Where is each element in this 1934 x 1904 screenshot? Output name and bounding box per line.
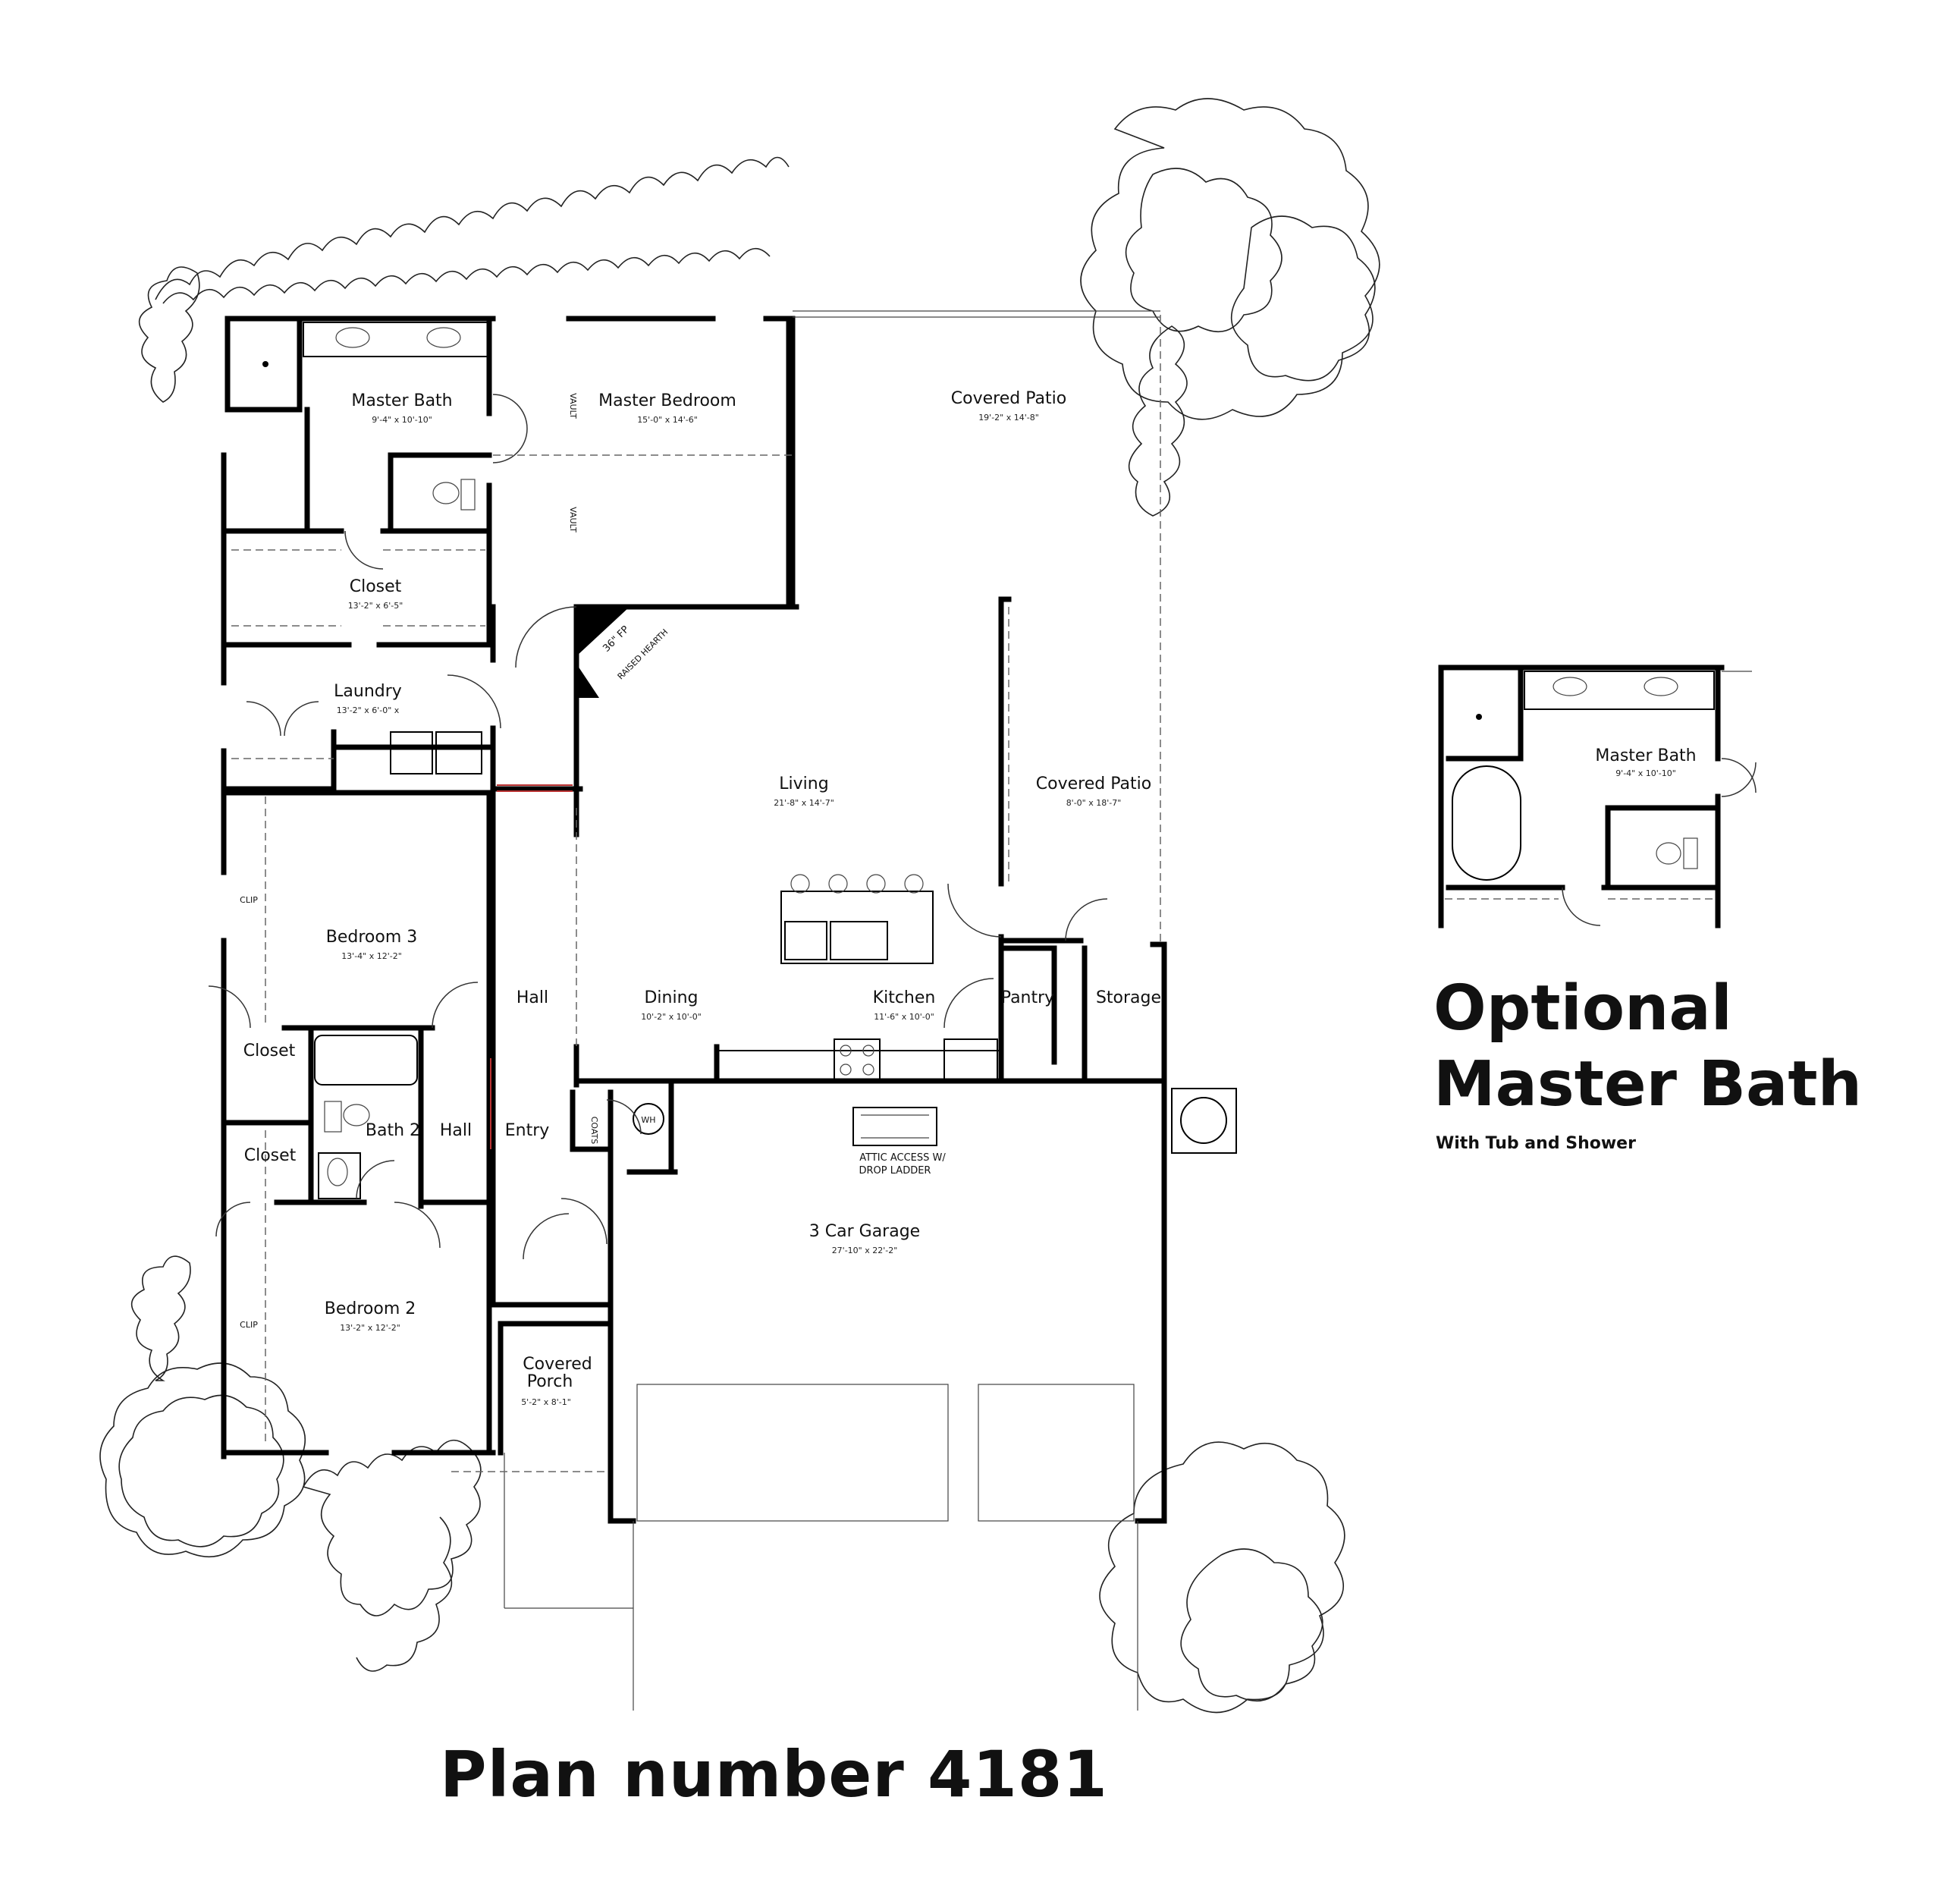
bedroom2-dims: 13'-2" x 12'-2" [340,1323,400,1333]
covered-patio-top-dims: 19'-2" x 14'-8" [978,413,1039,423]
bath2-label: Bath 2 [366,1121,420,1140]
living-dims: 21'-8" x 14'-7" [774,798,834,808]
laundry-label: Laundry [334,682,402,701]
door-swings [208,394,1108,1260]
water-heater-label: WH [641,1115,655,1125]
closet-b3-label: Closet [243,1042,296,1060]
master-bath-label: Master Bath [351,391,452,410]
bedroom3-label: Bedroom 3 [326,928,418,947]
kitchen-dims: 11'-6" x 10'-0" [874,1012,934,1022]
plan-details [231,310,1237,1711]
clip-label-lower: CLIP [240,1320,258,1330]
attic-label-2: DROP LADDER [859,1165,931,1177]
closet-main-label: Closet [350,577,402,596]
optional-title-line2: Master Bath [1433,1048,1862,1120]
vault-label-bottom: VAULT [568,507,578,533]
laundry-dims: 13'-2" x 6'-0" x [337,705,400,715]
living-label: Living [779,774,828,793]
hall-upper-label: Hall [516,988,548,1007]
master-bath-dims: 9'-4" x 10'-10" [372,415,432,425]
covered-porch-label-1: Covered [523,1355,592,1374]
plan-title: Plan number 4181 [440,1737,1108,1811]
garage-dims: 27'-10" x 22'-2" [832,1246,898,1255]
closet-main-dims: 13'-2" x 6'-5" [348,601,403,611]
covered-patio-side-label: Covered Patio [1036,774,1151,793]
entry-label: Entry [505,1121,550,1140]
covered-patio-side-dims: 8'-0" x 18'-7" [1066,798,1122,808]
optional-title-line1: Optional [1433,972,1732,1045]
closet-b2-label: Closet [244,1146,297,1165]
bedroom3-dims: 13'-4" x 12'-2" [341,951,402,961]
clip-label-upper: CLIP [240,895,258,905]
covered-patio-top-label: Covered Patio [951,389,1066,408]
optional-bath-room-label: Master Bath [1595,746,1696,765]
master-bedroom-label: Master Bedroom [598,391,736,410]
bedroom2-label: Bedroom 2 [325,1299,416,1318]
storage-label: Storage [1096,988,1161,1007]
optional-title: Optional Master Bath [1433,971,1888,1123]
optional-subtitle: With Tub and Shower [1436,1134,1636,1153]
covered-porch-label-2: Porch [527,1372,573,1391]
vault-label-top: VAULT [568,393,578,419]
optional-bath-room-dims: 9'-4" x 10'-10" [1615,768,1676,778]
master-bedroom-dims: 15'-0" x 14'-6" [637,415,698,425]
covered-porch-dims: 5'-2" x 8'-1" [521,1397,571,1407]
dining-dims: 10'-2" x 10'-0" [641,1012,702,1022]
kitchen-label: Kitchen [873,988,936,1007]
exterior-walls [221,316,1167,1524]
hall-lower-label: Hall [440,1121,472,1140]
pantry-label: Pantry [1001,988,1054,1007]
optional-bath-inset [1438,665,1757,928]
garage-label: 3 Car Garage [809,1222,920,1241]
coats-label: COATS [589,1117,599,1145]
landscape-shrubs [99,98,1380,1714]
room-labels: Master Bath 9'-4" x 10'-10" Master Bedro… [240,389,1696,1407]
dining-label: Dining [644,988,698,1007]
attic-label-1: ATTIC ACCESS W/ [859,1152,946,1164]
